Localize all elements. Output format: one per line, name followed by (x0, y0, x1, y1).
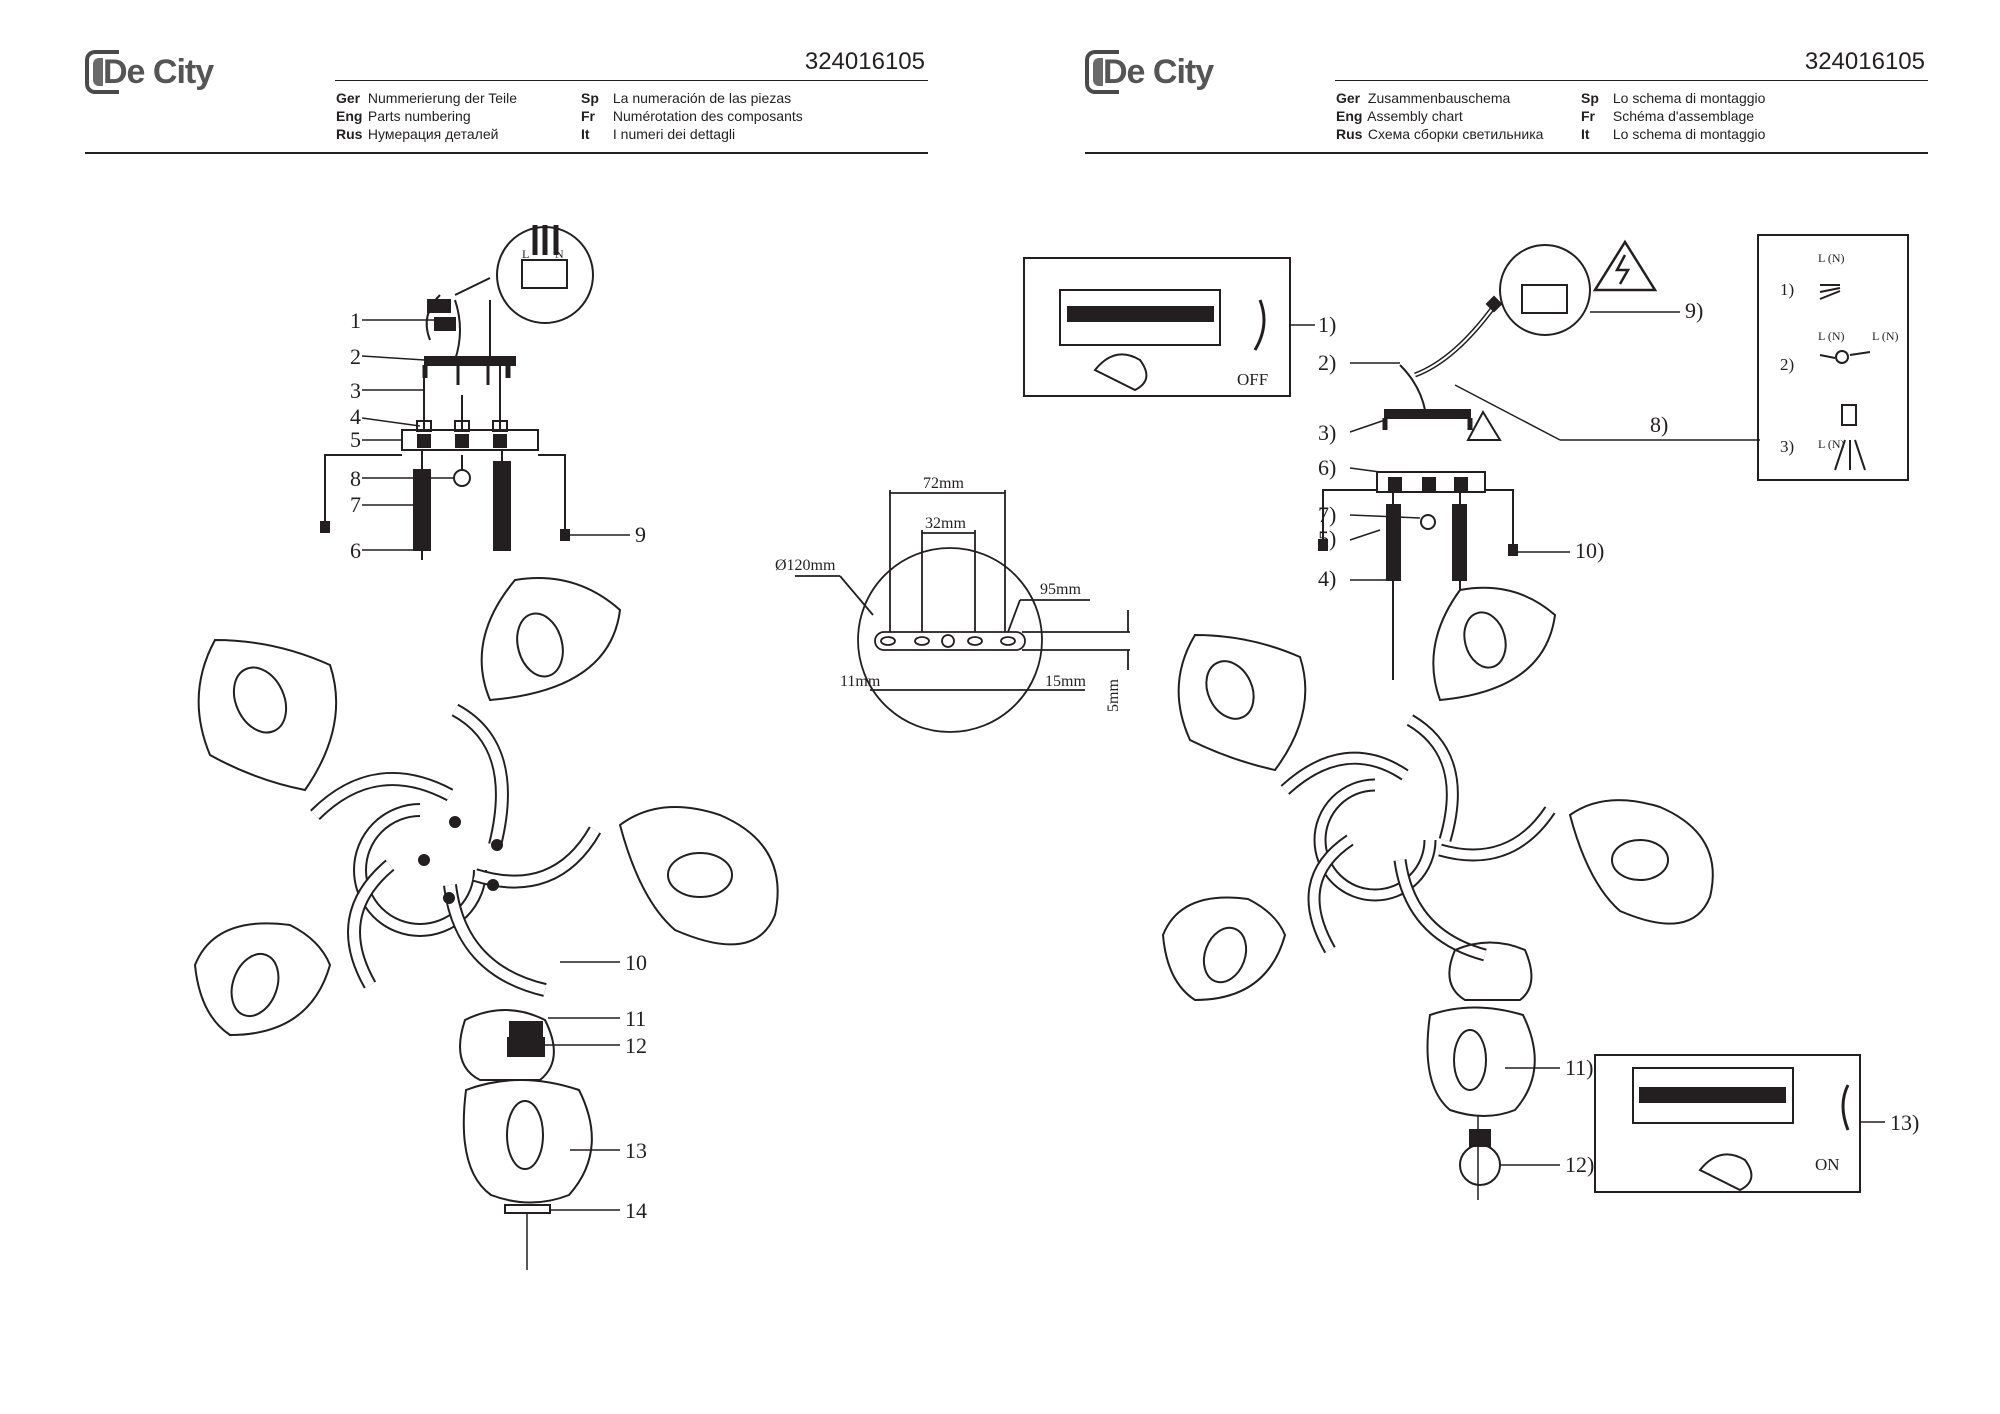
title-row: Sp La numeración de las piezas (581, 90, 792, 106)
dim-72: 72mm (923, 475, 964, 492)
wiring-step-label: L (N) (1818, 329, 1845, 343)
wiring-step-label: L (N) (1872, 329, 1899, 343)
step-label: 13) (1890, 1110, 1919, 1135)
header-rule (335, 80, 928, 81)
step-label: 12) (1565, 1152, 1594, 1177)
switch-off-panel (1023, 257, 1291, 397)
step-label: 4) (1318, 566, 1336, 591)
logo-text: De City (103, 52, 214, 91)
chandelier-arms (310, 703, 602, 997)
mounting-plate-diagram: 72mm 32mm Ø120mm 95mm 11mm 15mm 5mm (775, 475, 1130, 733)
terminal-block-callout (1499, 244, 1591, 336)
step-label: 7) (1318, 502, 1336, 527)
wiring-step-num: 2) (1780, 355, 1794, 374)
dim-11: 11mm (840, 673, 881, 690)
mounting-plate-circle (857, 547, 1043, 733)
part-label: 11 (625, 1006, 646, 1031)
switch-on-panel (1594, 1054, 1861, 1193)
switch-on-label: ON (1815, 1155, 1840, 1174)
part-label: 12 (625, 1033, 647, 1058)
step-label: 11) (1565, 1055, 1594, 1080)
parts-diagram: 1 2 3 4 5 8 7 6 9 10 11 12 13 14 L N (193, 225, 779, 1270)
step-label: 10) (1575, 538, 1604, 563)
step-label: 1) (1318, 312, 1336, 337)
title-row: Fr Schéma d'assemblage (1581, 108, 1755, 124)
part-label: 3 (350, 378, 361, 403)
part-label: 13 (625, 1138, 647, 1163)
chandelier-arms (1280, 714, 1556, 962)
title-row: It I numeri dei dettagli (581, 126, 736, 142)
dim-32: 32mm (925, 515, 966, 532)
wiring-step-num: 1) (1780, 280, 1794, 299)
brand-logo: De City (85, 50, 214, 94)
warning-high-voltage-icon (1592, 239, 1658, 292)
switch-off-label: OFF (1237, 370, 1268, 389)
glass-shades (193, 577, 779, 1214)
part-label: 6 (350, 538, 361, 563)
glass-shades (1161, 586, 1714, 1200)
title-row: Fr Numérotation des composants (581, 108, 803, 124)
step-label: 9) (1685, 298, 1703, 323)
step-label: 8) (1650, 412, 1668, 437)
dim-diameter: Ø120mm (775, 557, 836, 574)
header-rule (1335, 80, 1928, 81)
dim-15: 15mm (1045, 673, 1086, 690)
terminal-label-n: N (555, 247, 564, 261)
header-bottom-rule (1085, 152, 1928, 154)
part-label: 14 (625, 1198, 647, 1223)
brand-logo: De City (1085, 50, 1214, 94)
title-row: Eng Parts numbering (336, 108, 471, 124)
part-label: 7 (350, 492, 361, 517)
title-row: Ger Zusammenbauschema (1336, 90, 1511, 106)
wiring-step-label: L (N) (1818, 251, 1845, 265)
wiring-step-label: L (N) (1818, 437, 1845, 451)
part-label: 9 (635, 522, 646, 547)
page-parts-numbering: De City 324016105 Ger Nummerierung der T… (85, 48, 928, 1270)
part-label: 10 (625, 950, 647, 975)
part-label: 5 (350, 427, 361, 452)
logo-mark-icon (1085, 50, 1119, 94)
title-row: Eng Assembly chart (1336, 108, 1463, 124)
header-bottom-rule (85, 152, 928, 154)
part-label: 2 (350, 344, 361, 369)
title-row: Rus Нумерация деталей (336, 126, 499, 142)
title-row: Sp Lo schema di montaggio (1581, 90, 1766, 106)
step-label: 6) (1318, 455, 1336, 480)
logo-mark-icon (85, 50, 119, 94)
wiring-step-num: 3) (1780, 437, 1794, 456)
part-label: 8 (350, 466, 361, 491)
mounting-bar (874, 631, 1026, 651)
title-row: Ger Nummerierung der Teile (336, 90, 518, 106)
page-assembly-chart: De City 324016105 Ger Zusammenbauschema … (1000, 0, 2000, 1414)
wiring-steps-panel (1757, 234, 1909, 481)
step-label: 5) (1318, 526, 1336, 551)
assembly-diagram: 1) 2) 3) 6) 7) 5) 4) 9) 8) 10) 11) 12) 1… (1023, 234, 1919, 1200)
step-label: 3) (1318, 420, 1336, 445)
product-code: 324016105 (804, 48, 925, 75)
logo-text: De City (1103, 52, 1214, 91)
title-row: Rus Схема сборки светильника (1336, 126, 1544, 142)
part-label: 4 (350, 404, 361, 429)
dim-95: 95mm (1040, 581, 1081, 598)
part-label: 1 (350, 308, 361, 333)
terminal-label-l: L (522, 247, 529, 261)
title-row: It Lo schema di montaggio (1581, 126, 1766, 142)
step-label: 2) (1318, 350, 1336, 375)
product-code: 324016105 (1804, 48, 1925, 75)
dim-5: 5mm (1105, 679, 1122, 712)
